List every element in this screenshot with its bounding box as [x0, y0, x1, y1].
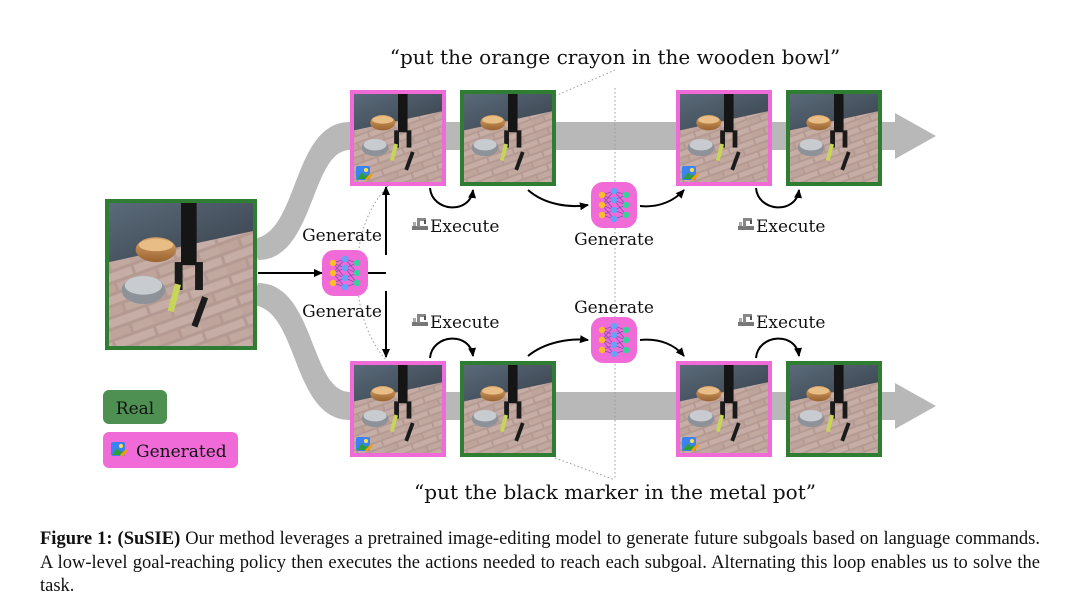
top-generated-frame-2	[676, 90, 772, 186]
generate-label-bottom-mid: Generate	[574, 298, 654, 318]
caption-method-name: (SuSIE)	[117, 529, 181, 549]
generate-model-icon-bottom	[590, 316, 638, 364]
bottom-generated-frame-1	[350, 361, 446, 457]
generate-model-icon	[321, 249, 369, 297]
robot-arm-icon	[412, 218, 428, 230]
robot-arm-icon	[738, 218, 754, 230]
top-instruction: “put the orange crayon in the wooden bow…	[390, 45, 841, 69]
bottom-real-frame-1	[460, 361, 556, 457]
top-generated-frame-1	[350, 90, 446, 186]
dotted-guides	[357, 69, 616, 481]
robot-arm-icon	[412, 314, 428, 326]
caption-label: Figure 1:	[40, 529, 113, 549]
generate-label-upper: Generate	[302, 226, 382, 246]
legend-generated: Generated	[103, 432, 238, 468]
bottom-row	[350, 361, 882, 457]
generate-label-top-mid: Generate	[574, 230, 654, 250]
legend-real: Real	[103, 390, 167, 424]
caption-text: Our method leverages a pretrained image-…	[40, 529, 1041, 596]
generate-model-icon-top	[590, 181, 638, 229]
top-real-frame-2	[786, 90, 882, 186]
figure-caption: Figure 1: (SuSIE) Our method leverages a…	[40, 528, 1040, 599]
robot-arm-icon	[738, 314, 754, 326]
top-real-frame-1	[460, 90, 556, 186]
legend-generated-label: Generated	[136, 442, 227, 462]
bottom-instruction: “put the black marker in the metal pot”	[414, 480, 816, 504]
execute-label-bottom-1: Execute	[430, 313, 499, 333]
legend-real-label: Real	[116, 399, 154, 419]
top-row	[350, 90, 882, 186]
execute-label-bottom-2: Execute	[756, 313, 825, 333]
bottom-generated-frame-2	[676, 361, 772, 457]
initial-real-frame	[105, 199, 257, 350]
execute-label-top-2: Execute	[756, 217, 825, 237]
generate-label-lower: Generate	[302, 302, 382, 322]
legend: Real Generated	[103, 390, 238, 468]
execute-label-top-1: Execute	[430, 217, 499, 237]
bottom-real-frame-2	[786, 361, 882, 457]
